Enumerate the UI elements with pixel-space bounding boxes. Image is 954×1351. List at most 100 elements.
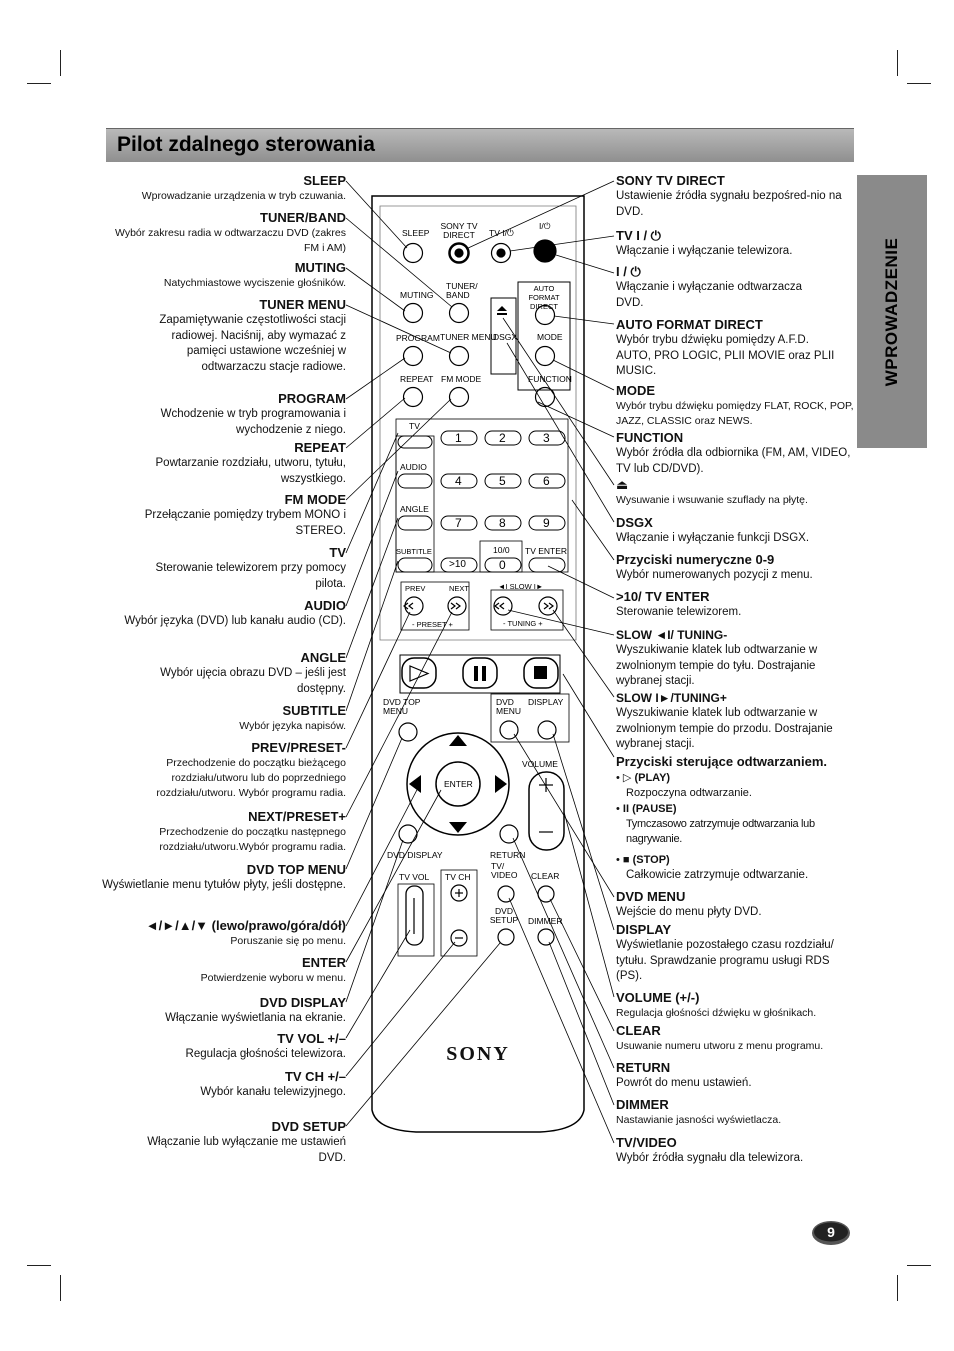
- page-title-bar: Pilot zdalnego sterowania: [106, 128, 854, 162]
- key-5: 5: [499, 474, 506, 488]
- callout-heading: AUDIO: [304, 598, 346, 613]
- callout-heading: DVD SETUP: [271, 1119, 346, 1134]
- callout-heading: TV/VIDEO: [616, 1135, 677, 1150]
- callout-tv: TV Sterowanie telewizorem przy pomocy pil…: [100, 545, 346, 592]
- remote-label-volume: VOLUME: [522, 759, 558, 769]
- callout-heading: SLOW I►/TUNING+: [616, 691, 727, 705]
- callout-heading: DVD MENU: [616, 889, 686, 904]
- remote-label-tv-ch: TV CH: [445, 872, 471, 882]
- callout-text: Wysuwanie i wsuwanie szuflady na płytę.: [616, 494, 808, 506]
- callout-angle: ANGLE Wybór ujęcia obrazu DVD – jeśli jes…: [100, 650, 346, 697]
- callout-text: Wybór języka napisów.: [239, 720, 346, 732]
- callout-stop: • ■ (STOP)Całkowicie zatrzymuje odtwarza…: [616, 853, 856, 884]
- callout-text: Wybór trybu dźwięku pomiędzy FLAT, ROCK,…: [616, 400, 854, 427]
- callout-dvd-setup: DVD SETUP Włączanie lub wyłączanie me ust…: [100, 1119, 346, 1166]
- remote-label-tv-enter: TV ENTER: [525, 546, 568, 556]
- eject-icon: ⏏: [616, 477, 629, 492]
- remote-label-auto-format: AUTO FORMAT DIRECT: [528, 284, 560, 311]
- callout-heading: • II (PAUSE): [616, 803, 677, 815]
- callout-heading: DVD DISPLAY: [259, 995, 346, 1010]
- callout-play: • ▷ (PLAY)Rozpoczyna odtwarzanie.: [616, 771, 856, 801]
- callout-heading: ANGLE: [300, 650, 347, 665]
- callout-text: Przechodzenie do początku następnego roz…: [159, 826, 346, 853]
- callout-heading: • ▷ (PLAY): [616, 772, 671, 784]
- callout-text: Usuwanie numeru utworu z menu programu.: [616, 1040, 824, 1052]
- callout-heading: SONY TV DIRECT: [616, 173, 725, 188]
- remote-label-ten-plus: >10: [449, 559, 466, 570]
- remote-label-slow: ◄I SLOW I►: [498, 582, 544, 591]
- key-7: 7: [455, 516, 462, 530]
- callout-heading: DISPLAY: [616, 922, 672, 937]
- callout-heading: DIMMER: [616, 1097, 669, 1112]
- callout-heading: SLEEP: [303, 173, 346, 188]
- callout-heading: SLOW ◄I/ TUNING-: [616, 628, 728, 642]
- key-2: 2: [499, 431, 506, 445]
- callout-arrows: ◄/►/▲/▼ (lewo/prawo/góra/dół)Poruszanie …: [100, 918, 346, 949]
- callout-heading: SUBTITLE: [282, 703, 346, 718]
- callout-slow-back: SLOW ◄I/ TUNING-Wyszukiwanie klatek lub …: [616, 627, 856, 690]
- callout-text: Zapamiętywanie częstotliwości stacji rad…: [159, 314, 346, 373]
- remote-label-prev: PREV: [405, 584, 426, 593]
- key-6: 6: [543, 474, 550, 488]
- callout-heading: FUNCTION: [616, 430, 684, 445]
- callout-subtitle: SUBTITLE Wybór języka napisów.: [100, 703, 346, 734]
- callout-heading: TUNER/BAND: [260, 210, 346, 225]
- callout-text: Powtarzanie rozdziału, utworu, tytułu, w…: [155, 457, 346, 485]
- callout-text: Powrót do menu ustawień.: [616, 1077, 752, 1089]
- remote-label-sleep: SLEEP: [402, 228, 430, 238]
- callout-tv-power: TV I / ⏻ Włączanie i wyłączanie telewizor…: [616, 228, 856, 260]
- remote-label-ten-zero: 10/0: [493, 545, 510, 555]
- remote-label-subtitle: SUBTITLE: [396, 547, 432, 556]
- remote-label-next: NEXT: [449, 584, 470, 593]
- callout-heading: TV: [329, 545, 346, 560]
- callout-playback-controls: Przyciski sterujące odtwarzaniem.: [616, 754, 856, 770]
- callout-text: Wybór ujęcia obrazu DVD – jeśli jest dos…: [160, 667, 346, 695]
- callout-text: Poruszanie się po menu.: [230, 935, 346, 947]
- callout-text: Wybór zakresu radia w odtwarzaczu DVD (z…: [115, 227, 346, 254]
- remote-label-mode: MODE: [537, 332, 563, 342]
- callout-text: Włączanie lub wyłączanie me ustawień DVD…: [147, 1136, 346, 1164]
- callout-text: Włączanie i wyłączanie telewizora.: [616, 245, 793, 257]
- callout-text: Regulacja głośności dźwięku w głośnikach…: [616, 1007, 817, 1019]
- remote-label-dvd-menu: DVD MENU: [496, 697, 522, 716]
- callout-text: Wchodzenie w tryb programowania i wychod…: [160, 408, 346, 436]
- callout-heading: PREV/PRESET-: [251, 740, 346, 755]
- callout-heading: TV VOL +/–: [277, 1031, 346, 1046]
- remote-label-dvd-setup: DVD SETUP: [489, 906, 519, 925]
- callout-heading: FM MODE: [284, 492, 346, 507]
- key-4: 4: [455, 474, 462, 488]
- callout-heading: TV I / ⏻: [616, 228, 661, 243]
- callout-text: Wprowadzanie urządzenia w tryb czuwania.: [141, 190, 346, 202]
- remote-label-tuner-band: TUNER/ BAND: [446, 281, 478, 300]
- callout-text: Sterowanie telewizorem przy pomocy pilot…: [155, 562, 346, 590]
- remote-label-fm-mode: FM MODE: [441, 374, 482, 384]
- play-label: ▷ (PLAY): [622, 772, 671, 784]
- remote-label-return: RETURN: [490, 850, 526, 860]
- callout-return: RETURN Powrót do menu ustawień.: [616, 1060, 856, 1092]
- remote-label-preset: - PRESET +: [412, 620, 453, 629]
- callout-text: Włączanie i wyłączanie odtwarzacza DVD.: [616, 281, 802, 309]
- remote-label-tuning: - TUNING +: [503, 619, 543, 628]
- remote-label-muting: MUTING: [400, 290, 434, 300]
- remote-label-dimmer: DIMMER: [528, 916, 563, 926]
- key-3: 3: [543, 431, 550, 445]
- callout-text: Wybór trybu dźwięku pomiędzy A.F.D. AUTO…: [616, 334, 835, 377]
- callout-heading: ENTER: [301, 955, 346, 970]
- brand-logo: SONY: [446, 1043, 510, 1065]
- callout-heading: RETURN: [616, 1060, 671, 1075]
- remote-label-dvd-display: DVD DISPLAY: [387, 850, 443, 860]
- pause-label: II (PAUSE): [622, 803, 677, 815]
- callout-text: Potwierdzenie wyboru w menu.: [200, 972, 346, 984]
- remote-label-tuner-menu: TUNER MENU: [440, 332, 497, 342]
- key-1: 1: [455, 431, 462, 445]
- callout-heading: >10/ TV ENTER: [616, 589, 710, 604]
